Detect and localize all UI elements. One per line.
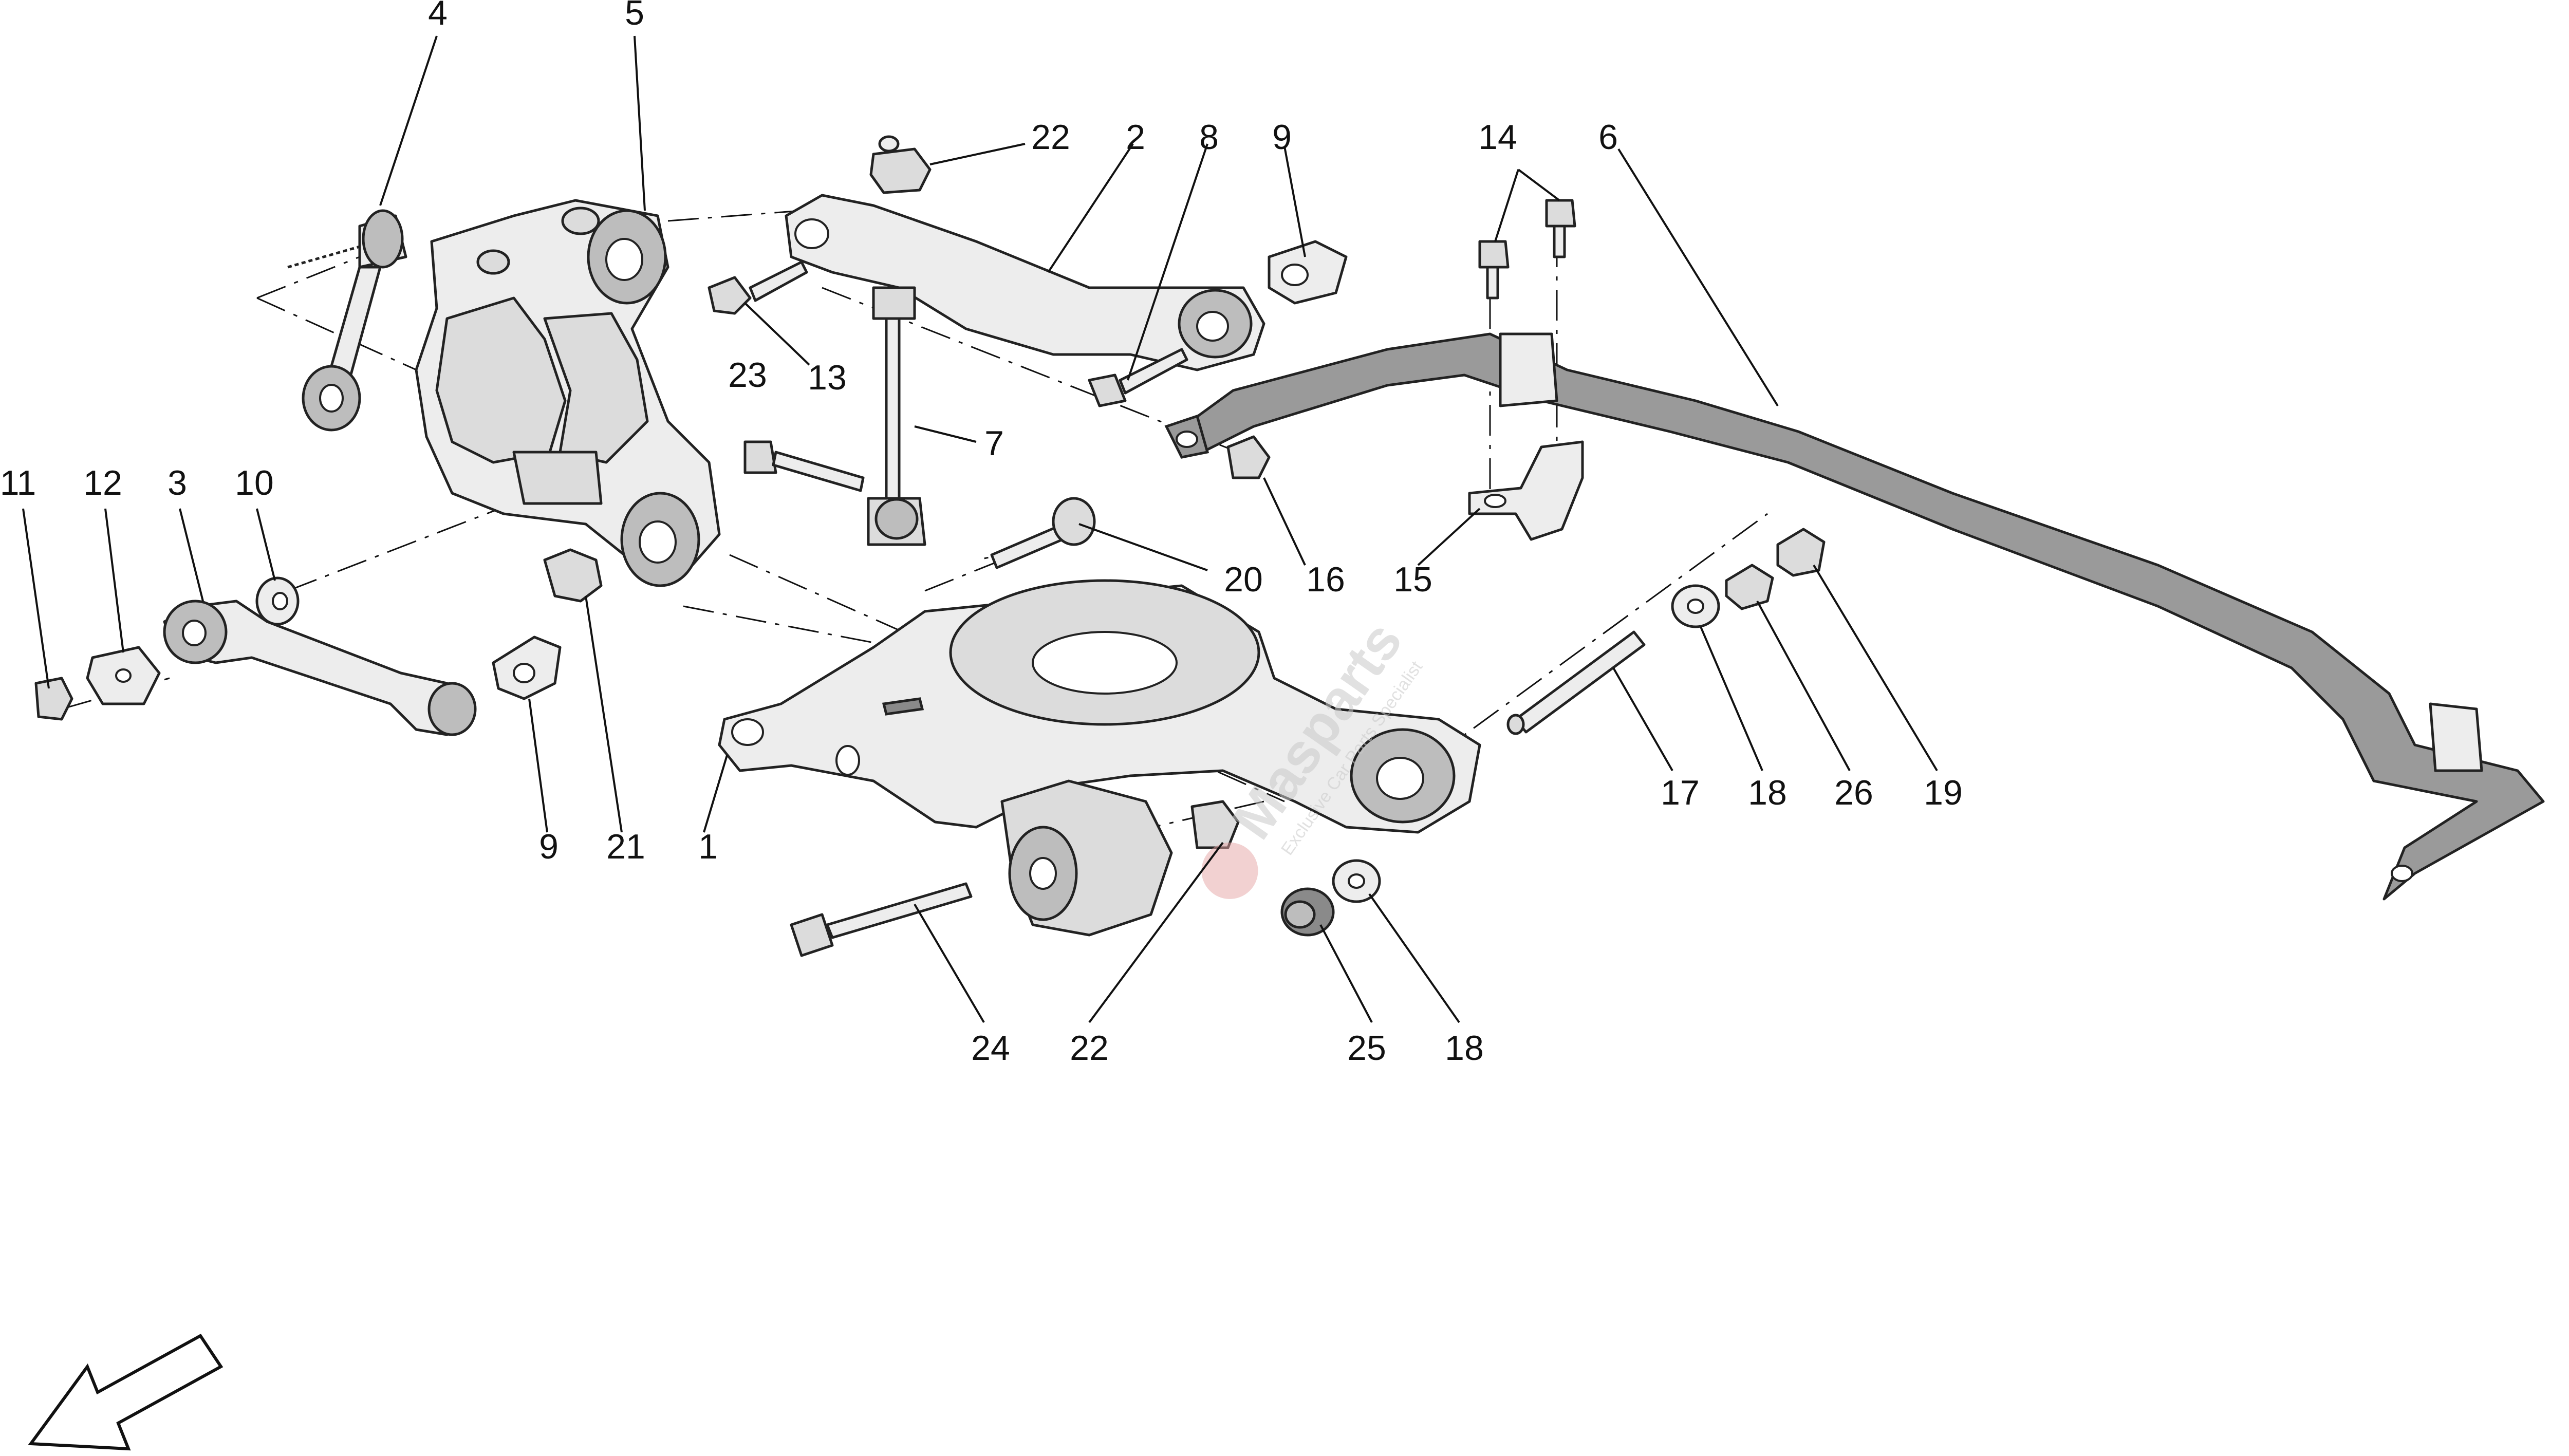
part-9-cap-right <box>1268 240 1348 305</box>
label-part-22-top: 22 <box>1031 118 1070 157</box>
part-24-bolt <box>790 882 973 957</box>
label-part-9-left: 9 <box>539 827 559 866</box>
label-part-12: 12 <box>83 463 122 502</box>
part-23-bolt <box>743 440 865 492</box>
part-11-nut <box>34 677 73 721</box>
part-18-washer-right <box>1671 584 1720 628</box>
part-25-bushing <box>1280 887 1335 937</box>
label-part-23: 23 <box>728 356 767 395</box>
part-4-link <box>287 209 407 432</box>
label-part-3: 3 <box>167 463 187 502</box>
label-part-20: 20 <box>1224 560 1263 599</box>
label-part-7: 7 <box>984 424 1004 463</box>
label-part-8: 8 <box>1199 118 1219 157</box>
label-part-5: 5 <box>625 0 644 32</box>
part-16-nut <box>1226 435 1271 479</box>
label-part-24: 24 <box>971 1029 1010 1068</box>
label-part-9-right: 9 <box>1272 118 1292 157</box>
label-part-1: 1 <box>698 827 718 866</box>
part-17-stud <box>1506 630 1646 735</box>
part-10-washer <box>255 576 300 626</box>
part-19-nut <box>1776 528 1826 577</box>
part-18-washer-lower <box>1332 859 1381 903</box>
part-22-nut-top <box>869 135 932 194</box>
part-21-nut <box>543 548 603 603</box>
label-part-2: 2 <box>1126 118 1145 157</box>
part-1-lower-arm <box>718 579 1481 937</box>
part-13-bolt <box>708 260 808 315</box>
part-26-nut <box>1725 564 1774 610</box>
part-5-hub-carrier <box>415 199 721 587</box>
label-part-18-right: 18 <box>1748 773 1787 812</box>
label-part-19: 19 <box>1924 773 1963 812</box>
label-part-13: 13 <box>808 358 847 397</box>
label-part-6: 6 <box>1598 118 1618 157</box>
part-8-bolt <box>1088 348 1188 407</box>
label-part-26: 26 <box>1834 773 1873 812</box>
part-15-clamp <box>1468 440 1584 541</box>
front-direction-arrow-icon <box>28 1334 224 1451</box>
leader-lines <box>22 35 1938 1023</box>
part-9-cap-left <box>492 636 562 700</box>
part-20-bolt <box>990 497 1096 569</box>
label-part-10: 10 <box>235 463 274 502</box>
part-7-drop-link <box>867 286 926 546</box>
part-6-stabilizer-bar <box>1164 332 2545 901</box>
label-part-4: 4 <box>428 0 448 32</box>
label-part-25: 25 <box>1347 1029 1386 1068</box>
label-part-17: 17 <box>1661 773 1700 812</box>
part-22-nut-lower <box>1190 800 1240 849</box>
label-part-22-lower: 22 <box>1070 1029 1109 1068</box>
label-part-18-lower: 18 <box>1445 1029 1484 1068</box>
part-3-lower-link <box>163 600 477 736</box>
label-part-11: 11 <box>0 463 36 502</box>
label-part-15: 15 <box>1393 560 1432 599</box>
label-part-21: 21 <box>606 827 645 866</box>
label-part-16: 16 <box>1306 560 1345 599</box>
part-14-bolts <box>1478 199 1576 300</box>
label-part-14: 14 <box>1478 118 1517 157</box>
part-2-upper-arm <box>785 194 1265 371</box>
part-12-washer <box>86 646 161 705</box>
part-number-labels: 4 5 22 2 8 9 14 6 23 13 7 11 12 3 10 20 … <box>0 0 1963 1068</box>
